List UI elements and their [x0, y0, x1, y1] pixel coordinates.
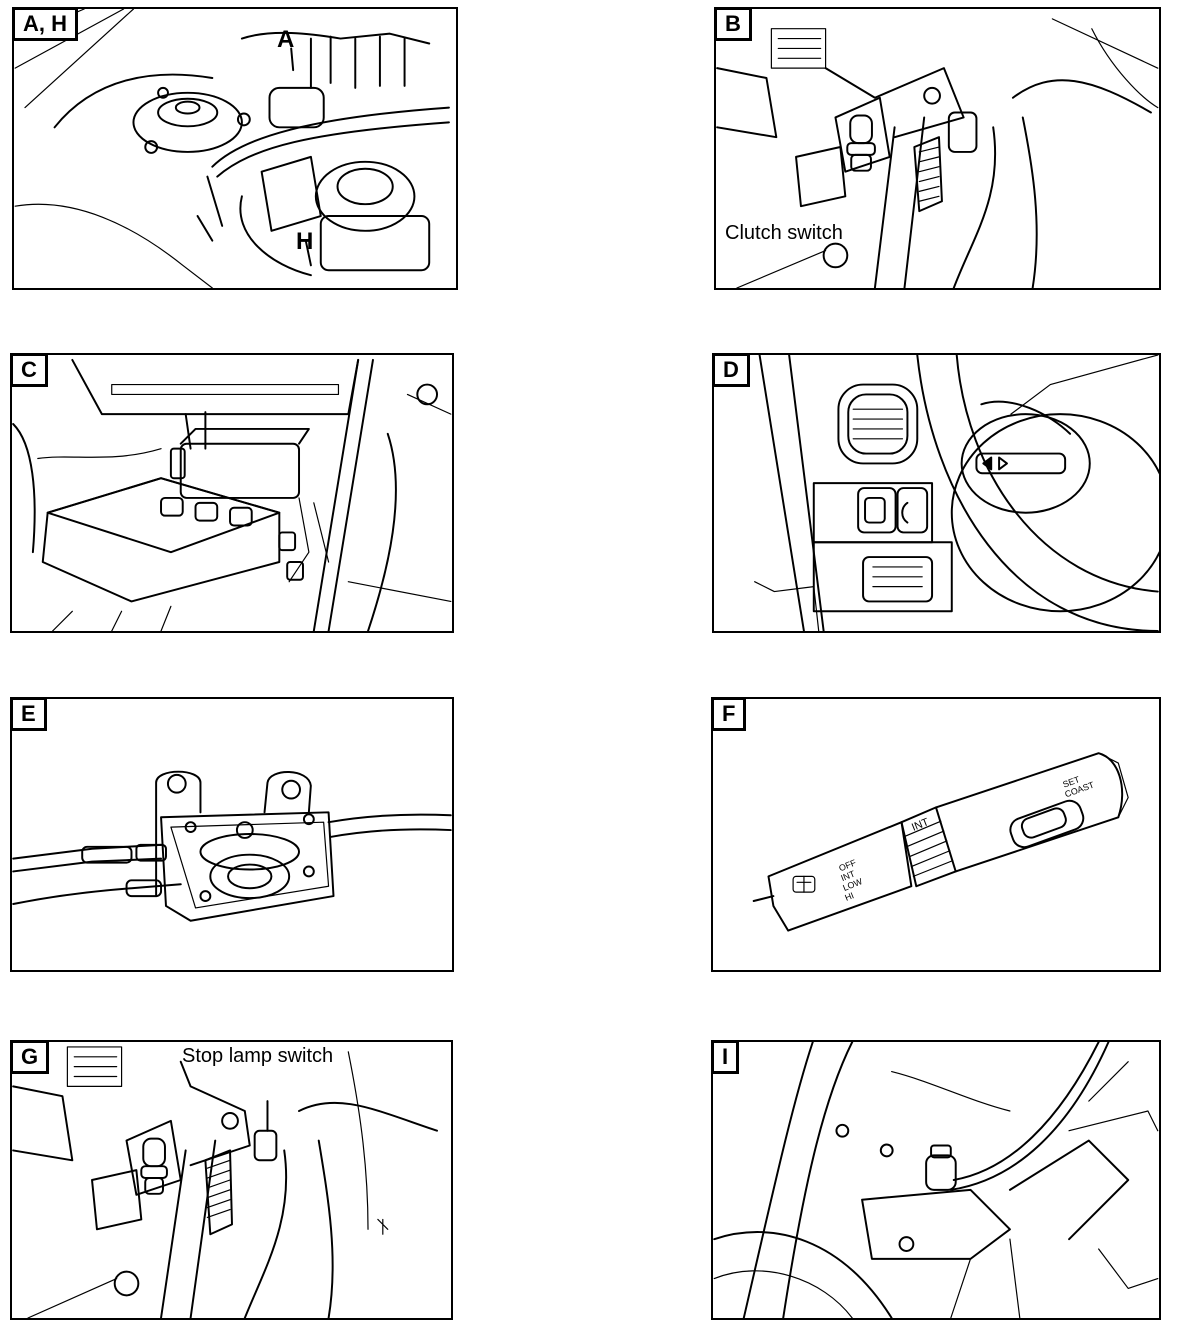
panel-badge: A, H: [14, 9, 78, 41]
brake-pedal-illustration: [12, 1046, 439, 1318]
under-dash-sensor-illustration: [713, 1042, 1159, 1318]
panel-g: G Stop lamp switch: [10, 1040, 453, 1320]
panel-ah: A, H A H: [12, 7, 458, 290]
int-ring-label: INT: [910, 816, 931, 834]
clutch-switch-label: Clutch switch: [725, 222, 843, 244]
control-unit-illustration: [12, 358, 452, 631]
panel-b: B Clutch switch: [714, 7, 1161, 290]
panel-d: D: [712, 353, 1161, 633]
cruise-control-stalk-illustration: INT SET COAST OFF INT LOW HI: [752, 752, 1129, 932]
clutch-pedal-illustration: [716, 18, 1159, 288]
wiper-hi-label: HI: [843, 890, 855, 903]
actuator-illustration: [12, 770, 452, 922]
panel-badge: D: [714, 355, 750, 387]
panel-badge: I: [713, 1042, 740, 1074]
panel-badge: C: [12, 355, 48, 387]
engine-bay-illustration: [14, 9, 450, 288]
stop-lamp-switch-label: Stop lamp switch: [182, 1045, 334, 1067]
panel-e: E: [10, 697, 454, 972]
panel-f: INT SET COAST OFF INT LOW HI F: [711, 697, 1161, 972]
panel-c: C: [10, 353, 454, 633]
panel-badge: B: [716, 9, 752, 41]
callout-label-a: A: [277, 26, 295, 53]
panel-badge: F: [713, 699, 747, 731]
panel-badge: G: [12, 1042, 50, 1074]
callout-label-h: H: [296, 228, 314, 255]
dashboard-switch-illustration: [754, 355, 1159, 631]
panel-badge: E: [12, 699, 47, 731]
panel-i: I: [711, 1040, 1161, 1320]
